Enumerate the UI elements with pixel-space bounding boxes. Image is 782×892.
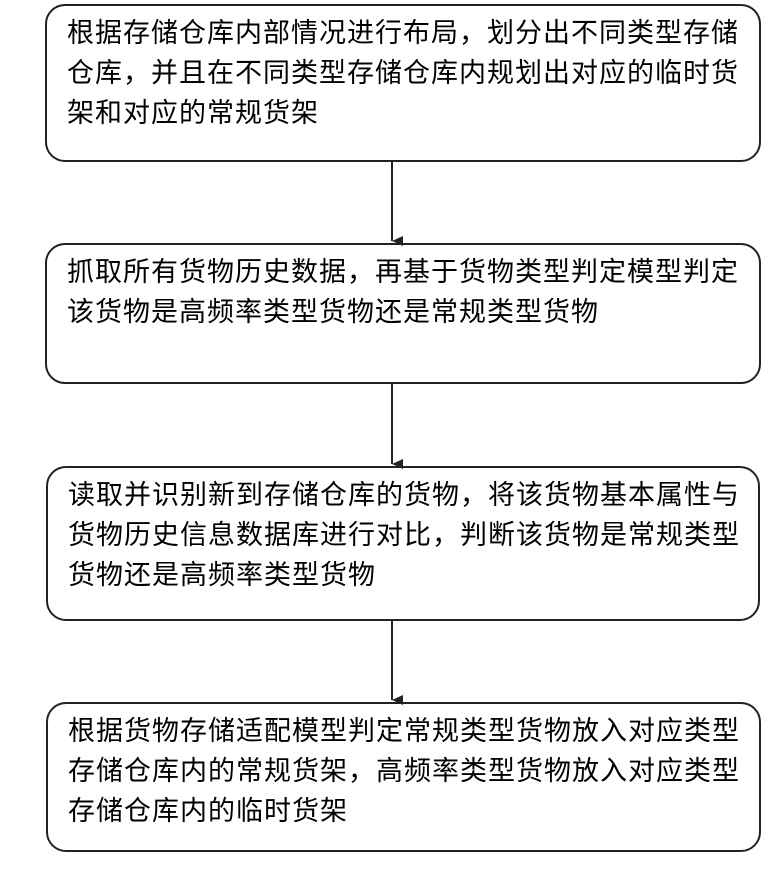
step-text: 抓取所有货物历史数据，再基于货物类型判定模型判定该货物是高频率类型货物还是常规类… xyxy=(67,253,743,333)
step-box-classify-goods: 抓取所有货物历史数据，再基于货物类型判定模型判定该货物是高频率类型货物还是常规类… xyxy=(45,243,761,384)
step-text: 根据货物存储适配模型判定常规类型货物放入对应类型存储仓库内的常规货架，高频率类型… xyxy=(68,712,743,832)
step-text: 根据存储仓库内部情况进行布局，划分出不同类型存储仓库，并且在不同类型存储仓库内规… xyxy=(67,14,743,134)
step-box-layout-warehouse: 根据存储仓库内部情况进行布局，划分出不同类型存储仓库，并且在不同类型存储仓库内规… xyxy=(45,4,761,162)
step-text: 读取并识别新到存储仓库的货物，将该货物基本属性与货物历史信息数据库进行对比，判断… xyxy=(68,476,742,596)
step-box-assign-shelf: 根据货物存储适配模型判定常规类型货物放入对应类型存储仓库内的常规货架，高频率类型… xyxy=(46,702,761,852)
step-box-identify-new-goods: 读取并识别新到存储仓库的货物，将该货物基本属性与货物历史信息数据库进行对比，判断… xyxy=(46,466,760,621)
